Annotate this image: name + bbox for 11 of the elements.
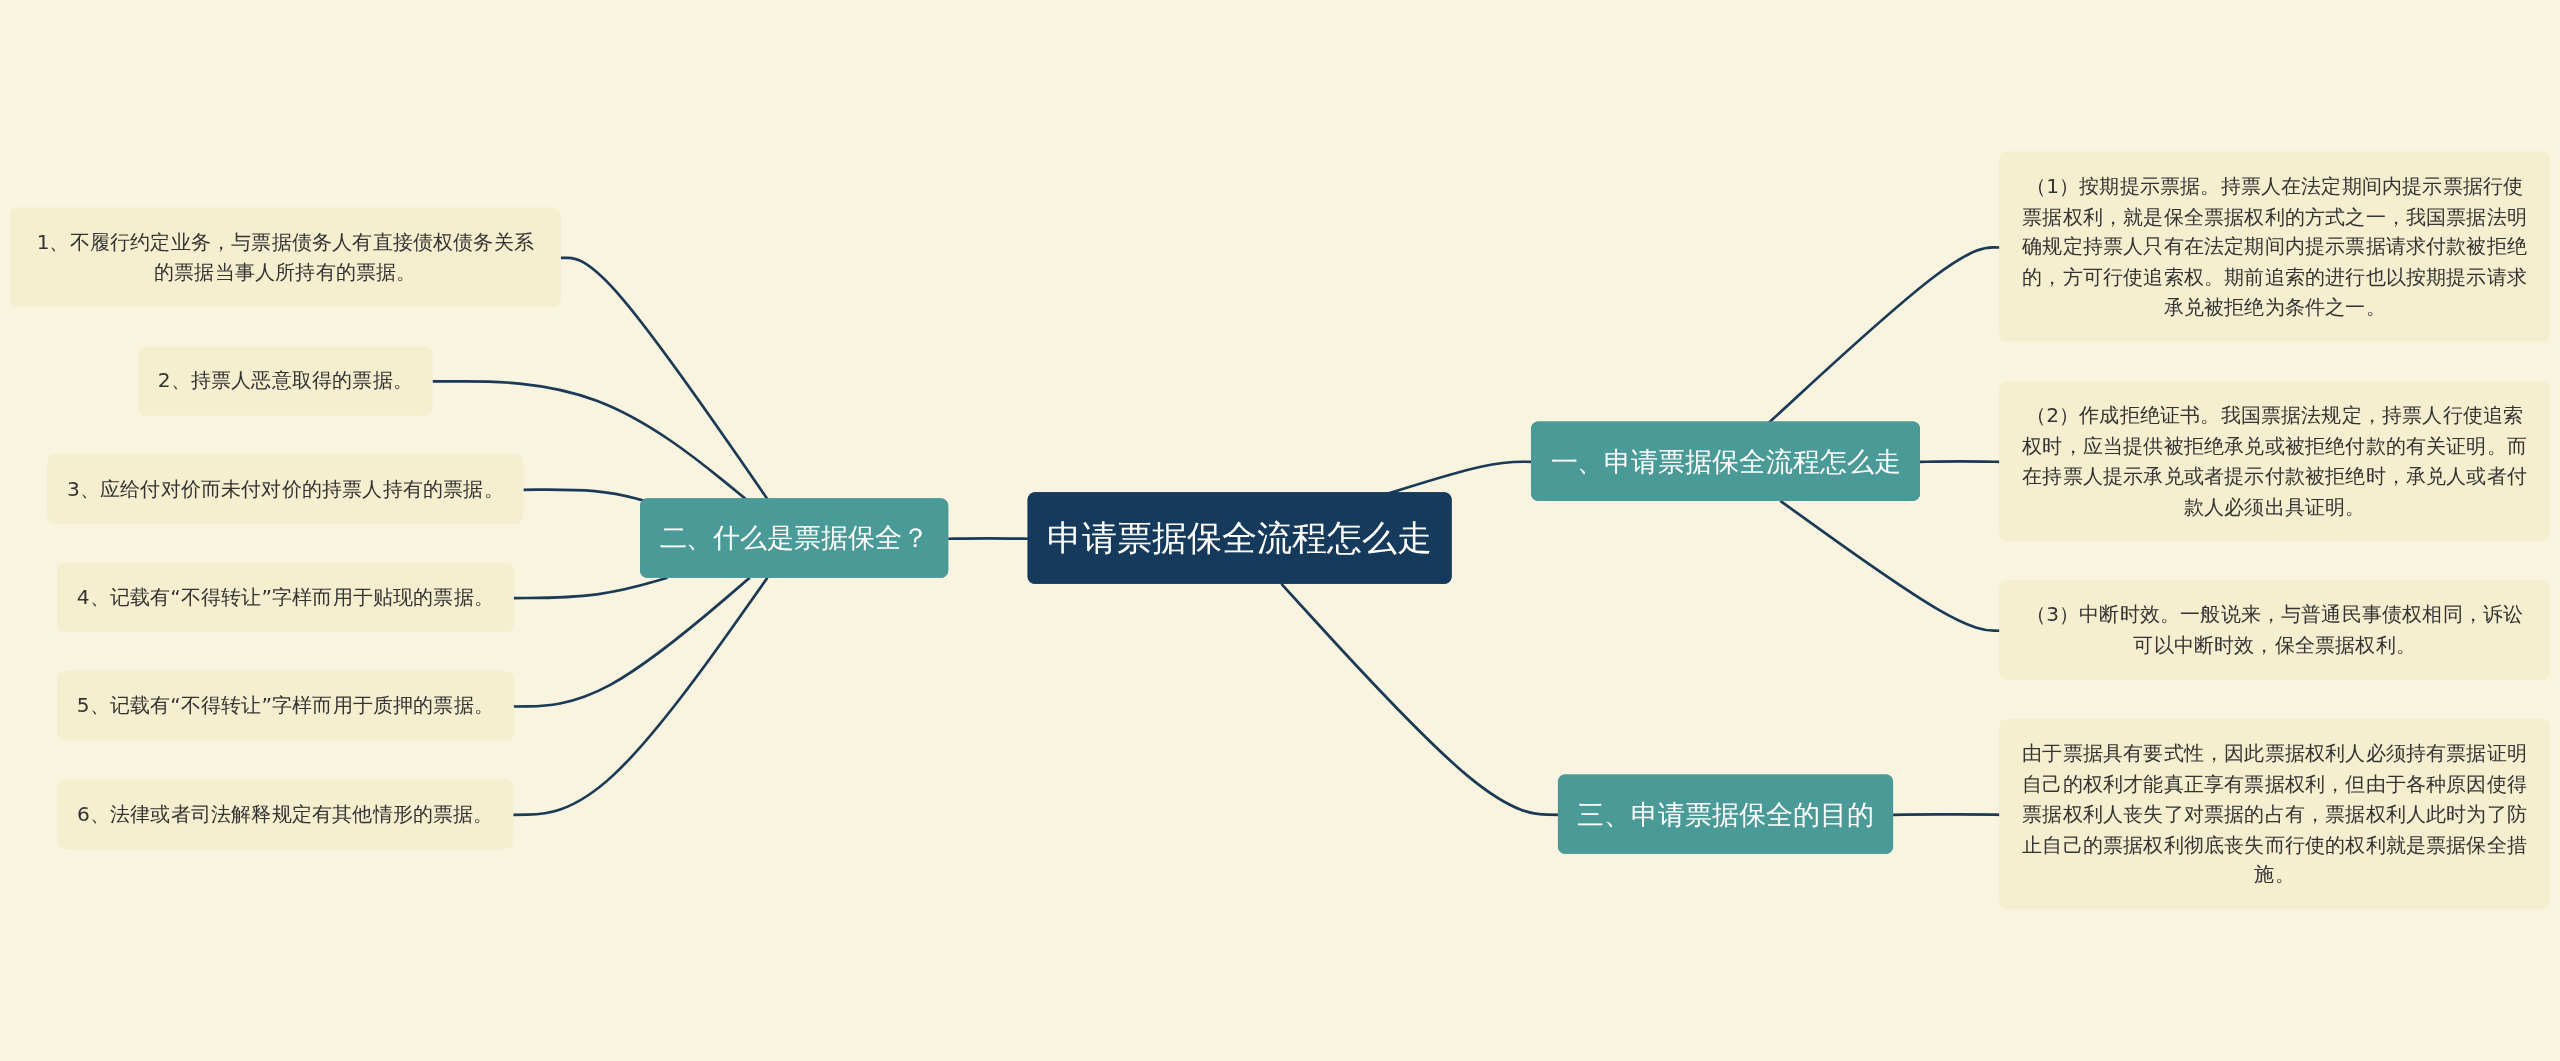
connector [948,536,1029,541]
connector [1767,246,2001,424]
connector [1893,813,2001,817]
connector [513,576,668,600]
connector [513,577,769,817]
connector [560,256,769,501]
connector [1919,460,2001,464]
connector [432,379,748,501]
connector [523,488,645,503]
connector [513,576,751,708]
connector [1779,499,2001,633]
